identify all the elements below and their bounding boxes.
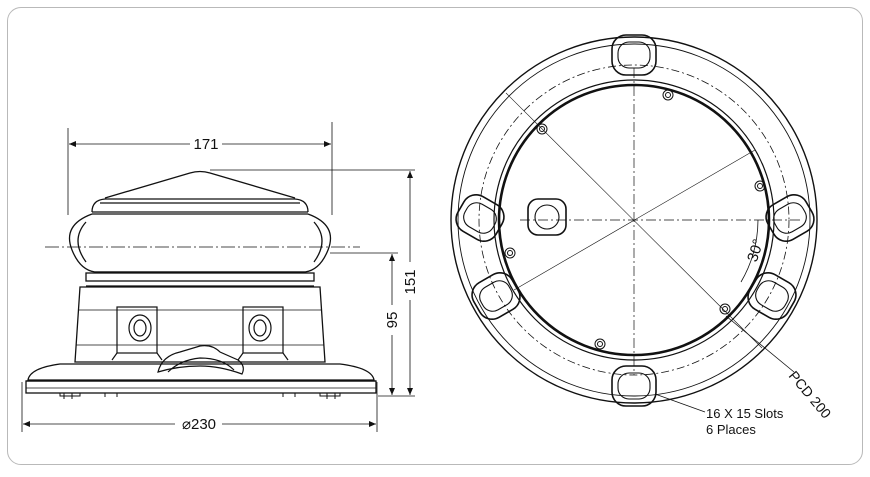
dim-230: ⌀230 <box>21 382 378 433</box>
outer-rim <box>450 36 818 404</box>
diagonal-line-2 <box>513 149 756 291</box>
screw-6 <box>594 338 606 350</box>
screws <box>504 89 766 350</box>
slot-lower-left <box>471 272 521 320</box>
screw-2 <box>536 123 548 135</box>
drawing-frame <box>7 7 863 465</box>
housing <box>74 286 326 363</box>
dim-151: 151 <box>210 169 419 397</box>
right-port <box>237 306 289 361</box>
pcd-label: PCD 200 <box>786 368 835 422</box>
left-port <box>111 306 163 361</box>
screw-3 <box>754 180 766 192</box>
dim-171: 171 <box>67 122 333 215</box>
base-feet <box>59 392 341 399</box>
dim-95: 95 <box>330 252 401 395</box>
top-view: 30° <box>450 34 835 437</box>
screw-5 <box>719 303 731 315</box>
dim-body-height-label: 95 <box>384 312 401 329</box>
slots-leader <box>654 393 706 413</box>
slot-bottom <box>611 365 657 407</box>
slots-note-line1: 16 X 15 Slots <box>706 406 784 421</box>
dim-height-label: 151 <box>402 269 419 294</box>
dim-width-label: 171 <box>193 136 218 153</box>
screw-4 <box>504 247 516 259</box>
base-flange <box>25 363 377 394</box>
slot-upper-left <box>455 194 505 242</box>
dim-diameter-label: ⌀230 <box>182 416 216 433</box>
pcd-circle <box>478 64 790 376</box>
side-view: 171 151 95 ⌀230 <box>21 122 419 433</box>
angle-arc <box>740 219 759 283</box>
mounting-slots <box>455 34 815 407</box>
slot-upper-right <box>765 194 815 242</box>
slot-lower-right <box>747 272 797 320</box>
outer-rim-inner <box>457 43 811 397</box>
pcd-leader <box>725 315 795 373</box>
slots-note-line2: 6 Places <box>706 422 756 437</box>
collar <box>85 272 315 287</box>
angle-label: 30° <box>744 237 767 264</box>
lens-body <box>68 213 332 273</box>
dome-outline <box>91 170 309 213</box>
centre-lug <box>157 345 244 375</box>
cable-gland <box>527 198 567 236</box>
slot-top <box>611 34 657 76</box>
screw-1 <box>662 89 674 101</box>
